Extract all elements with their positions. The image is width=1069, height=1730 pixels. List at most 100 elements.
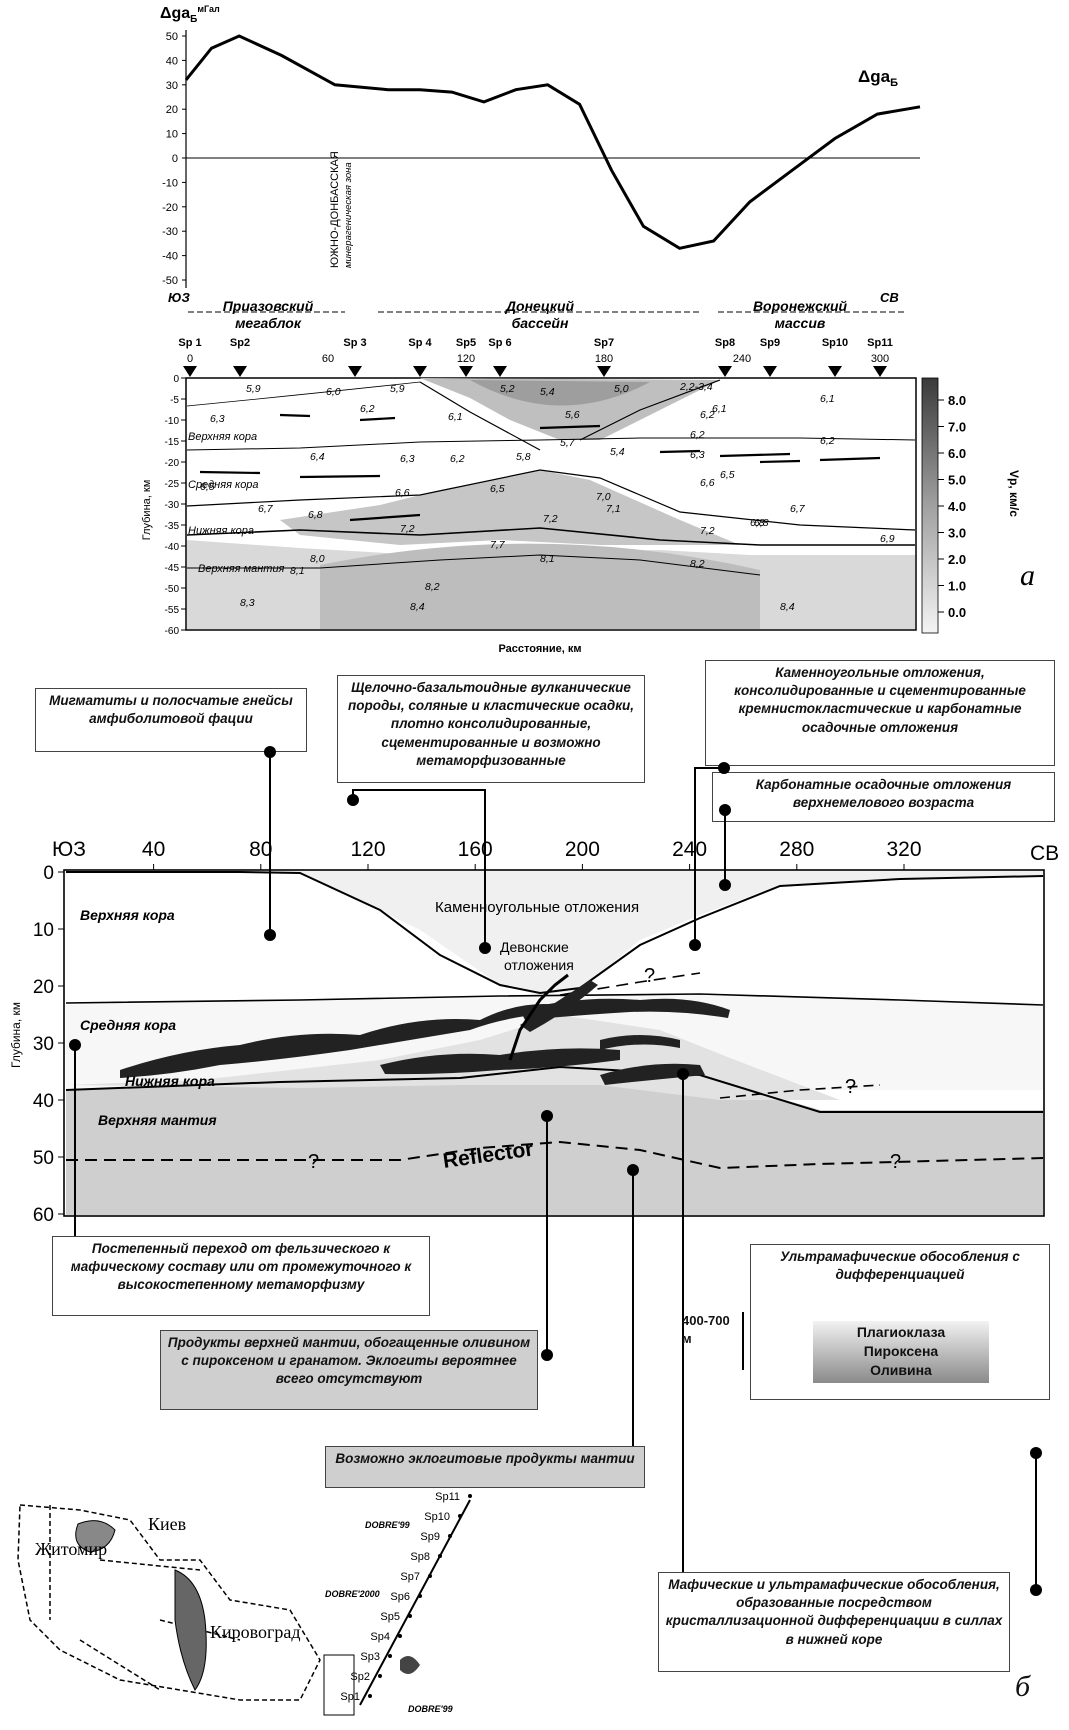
colorbar-tick-label: 0.0 <box>948 605 966 620</box>
velocity-value: 6,1 <box>448 411 463 423</box>
velocity-value: 7,7 <box>490 539 506 551</box>
callout-mafic-sills: Мафические и ультрамафические обособлени… <box>658 1572 1010 1672</box>
velocity-value: 5,4 <box>610 446 625 458</box>
map-shotpoint-label: Sp1 <box>340 1691 360 1703</box>
region-header: ЮЗ СВ Приазовский мегаблок Донецкий басс… <box>168 290 905 331</box>
gravity-tick-label: 30 <box>166 80 178 92</box>
map-shotpoint-label: Sp10 <box>424 1511 450 1523</box>
callout-cretaceous: Карбонатные осадочные отложения верхнеме… <box>712 772 1055 822</box>
shotpoint-label: Sp7 <box>594 337 614 349</box>
panel-a-depth-label: Глубина, км <box>141 480 153 541</box>
velocity-value: 6,5 <box>490 483 505 495</box>
velocity-value: 7,0 <box>596 491 611 503</box>
shotpoint-label: Sp8 <box>715 337 735 349</box>
b-middle-crust: Средняя кора <box>80 1017 176 1033</box>
upper-mantle-fill <box>66 1065 1043 1215</box>
layer-label-middle-crust: Средняя кора <box>188 479 259 491</box>
shotpoint-marker <box>763 366 777 377</box>
colorbar-tick-label: 5.0 <box>948 473 966 488</box>
map-shotpoint-dot <box>468 1494 472 1498</box>
velocity-value: 6,7 <box>790 503 806 515</box>
velocity-value: 5,8 <box>516 451 531 463</box>
velocity-value: 7,2 <box>400 523 415 535</box>
map-frame-box <box>324 1655 354 1715</box>
gravity-tick-label: -50 <box>162 275 178 287</box>
b-q3: ? <box>308 1151 319 1173</box>
velocity-value: 6,6 <box>395 487 410 499</box>
city-kirovograd: Кировоград <box>210 1622 301 1642</box>
layer-label-upper-crust: Верхняя кора <box>188 431 257 443</box>
map-shotpoint-dot <box>388 1654 392 1658</box>
colorbar-ticks: 8.07.06.05.04.03.02.01.00.0 <box>938 393 966 620</box>
colorbar-tick-label: 1.0 <box>948 579 966 594</box>
panel-b-x-ticks: 4080120160200240280320 <box>142 838 922 870</box>
callout-mantle-products: Продукты верхней мантии, обогащенные оли… <box>160 1330 538 1410</box>
sediment-fill <box>66 871 1043 995</box>
shotpoint-marker <box>413 366 427 377</box>
map-shotpoint-dot <box>368 1694 372 1698</box>
velocity-value: 7,1 <box>606 503 621 515</box>
velocity-value: 6,8 <box>754 517 769 529</box>
shotpoint-marker <box>348 366 362 377</box>
x-tick-label-b: 280 <box>779 838 814 861</box>
x-tick-label-b: 80 <box>249 838 272 861</box>
b-reflector: Reflector <box>441 1138 534 1173</box>
depth-tick-label-b: 30 <box>33 1034 54 1055</box>
inset-layer-olivine: Оливина <box>813 1361 989 1380</box>
svg-text:ЮЖНО-ДОНБАССКАЯ: ЮЖНО-ДОНБАССКАЯ <box>329 151 341 268</box>
velocity-value: 5,2 <box>500 383 515 395</box>
colorbar-tick-label: 7.0 <box>948 420 966 435</box>
velocity-value: 5,9 <box>246 383 261 395</box>
x-tick-label-b: 320 <box>886 838 921 861</box>
velocity-value: 8,2 <box>425 581 440 593</box>
gravity-tick-label: -30 <box>162 226 178 238</box>
shotpoint-label: Sp10 <box>822 337 848 349</box>
shotpoint-marker <box>493 366 507 377</box>
inset-layers: Плагиоклаза Пироксена Оливина <box>813 1321 989 1383</box>
panel-letter-a: а <box>1020 559 1035 592</box>
b-carboniferous: Каменноугольные отложения <box>435 899 639 916</box>
b-upper-mantle: Верхняя мантия <box>98 1112 217 1128</box>
shotpoint-label: Sp2 <box>230 337 250 349</box>
gravity-tick-label: -40 <box>162 251 178 263</box>
map-shotpoint-label: Sp7 <box>400 1571 420 1583</box>
shotpoint-marker <box>233 366 247 377</box>
map-shotpoint-dot <box>378 1674 382 1678</box>
region-2a: Донецкий <box>505 298 575 314</box>
velocity-value: 5,6 <box>565 409 580 421</box>
velocity-value: 7,2 <box>543 513 558 525</box>
middle-crust-fill <box>66 995 1043 1090</box>
gravity-tick-label: 20 <box>166 104 178 116</box>
layer-label-upper-mantle: Верхняя мантия <box>198 563 285 575</box>
inset-thickness: 400-700 м <box>682 1312 730 1348</box>
gravity-tick-label: 0 <box>172 153 178 165</box>
velocity-value: 6,5 <box>200 481 215 493</box>
depth-tick-label-a: -55 <box>165 605 180 616</box>
depth-tick-label-a: -5 <box>170 395 179 406</box>
profile-label-1: DOBRE'99 <box>365 1520 410 1530</box>
depth-tick-label-a: -25 <box>165 479 180 490</box>
panel-a-depth-axis: 0-5-10-15-20-25-30-35-40-45-50-55-60 <box>165 374 186 637</box>
sw-label-b: ЮЗ <box>52 838 86 861</box>
velocity-value: 6,1 <box>820 393 835 405</box>
lower-crust-fill <box>66 1015 840 1100</box>
depth-tick-label-a: -35 <box>165 521 180 532</box>
depth-tick-label-a: -50 <box>165 584 180 595</box>
ne-label-b: СВ <box>1030 842 1059 865</box>
region-3b: массив <box>775 315 826 331</box>
x-tick-label-b: 200 <box>565 838 600 861</box>
velocity-value: 8,2 <box>690 558 705 570</box>
velocity-value: 6,3 <box>400 453 415 465</box>
map-shotpoint-label: Sp11 <box>435 1491 460 1503</box>
callout-gradual-transition: Постепенный переход от фельзического к м… <box>52 1236 430 1316</box>
gravity-plot: ΔgaБмГал 50403020100-10-20-30-40-50 ΔgaБ… <box>160 4 920 288</box>
velocity-value: 6,7 <box>258 503 274 515</box>
shotpoint-marker <box>597 366 611 377</box>
depth-tick-label-a: -40 <box>165 542 180 553</box>
velocity-value: 6,8 <box>308 509 323 521</box>
map-shotpoint-label: Sp6 <box>390 1591 410 1603</box>
svg-text:минерагеническая зона: минерагеническая зона <box>343 162 354 268</box>
